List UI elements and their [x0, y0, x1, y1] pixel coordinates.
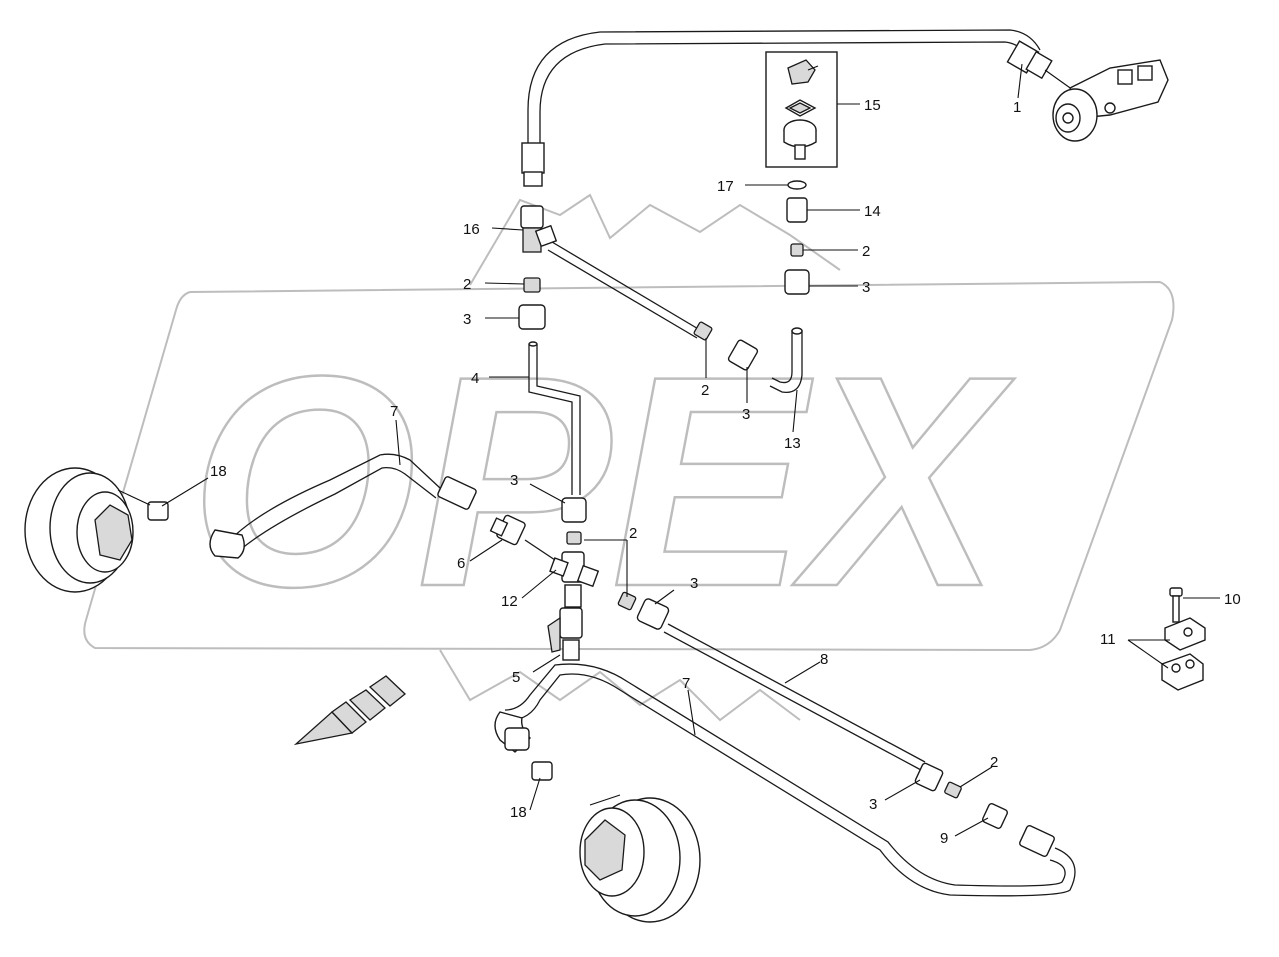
part-8-long-tube — [617, 591, 962, 799]
callout-5: 5 — [512, 669, 520, 686]
callout-9: 9 — [940, 830, 948, 847]
watermark-frame — [83, 280, 1175, 652]
callout-11: 11 — [1100, 631, 1116, 648]
callout-3-right: 3 — [690, 575, 698, 592]
bottom-wheel-hub — [531, 761, 701, 923]
callout-6: 6 — [457, 555, 465, 572]
part-1-hose — [521, 29, 1081, 187]
callout-13: 13 — [784, 435, 801, 452]
callout-14: 14 — [864, 203, 881, 220]
callout-17: 17 — [717, 178, 734, 195]
callout-3-center: 3 — [510, 472, 518, 489]
part-10-11-bracket — [1161, 587, 1206, 691]
callout-labels: 1 15 17 14 16 2 2 3 3 4 2 3 13 7 18 3 2 … — [210, 97, 1241, 847]
callout-2-top-left: 2 — [463, 276, 471, 293]
part-15-pressure-switch-box — [765, 51, 838, 168]
callout-10: 10 — [1224, 591, 1241, 608]
callout-18-bottom: 18 — [510, 804, 527, 821]
leader-lines — [161, 63, 1220, 837]
callout-2-lower: 2 — [990, 754, 998, 771]
callout-3-lower: 3 — [869, 796, 877, 813]
travel-direction-arrow — [293, 675, 406, 746]
part-9-fitting — [981, 802, 1055, 858]
callout-18-left: 18 — [210, 463, 227, 480]
watermark-text: OPEX — [190, 313, 1015, 649]
callout-2-middle: 2 — [701, 382, 709, 399]
callout-2-center: 2 — [629, 525, 637, 542]
watermark-gear-bottom — [439, 649, 801, 722]
callout-3-top-left: 3 — [463, 311, 471, 328]
part-7-lower-hose — [494, 663, 1076, 897]
callout-1: 1 — [1013, 99, 1021, 116]
part-16-tee-and-line — [518, 205, 759, 371]
right-column-fittings — [769, 180, 810, 394]
part-7-upper-hose — [147, 453, 477, 559]
left-wheel-hub — [24, 467, 151, 593]
callout-8: 8 — [820, 651, 828, 668]
master-cylinder — [1052, 59, 1169, 142]
watermark: OPEX — [83, 193, 1175, 722]
part-12-tee-assembly — [489, 514, 600, 661]
callout-3-middle: 3 — [742, 406, 750, 423]
callout-4: 4 — [471, 370, 479, 387]
callout-3-top-right: 3 — [862, 279, 870, 296]
part-4-bent-tube — [528, 341, 587, 545]
callout-7-lower: 7 — [682, 675, 690, 692]
callout-16: 16 — [463, 221, 480, 238]
callout-12: 12 — [501, 593, 518, 610]
callout-15: 15 — [864, 97, 881, 114]
callout-2-top-right: 2 — [862, 243, 870, 260]
callout-7-upper: 7 — [390, 403, 398, 420]
